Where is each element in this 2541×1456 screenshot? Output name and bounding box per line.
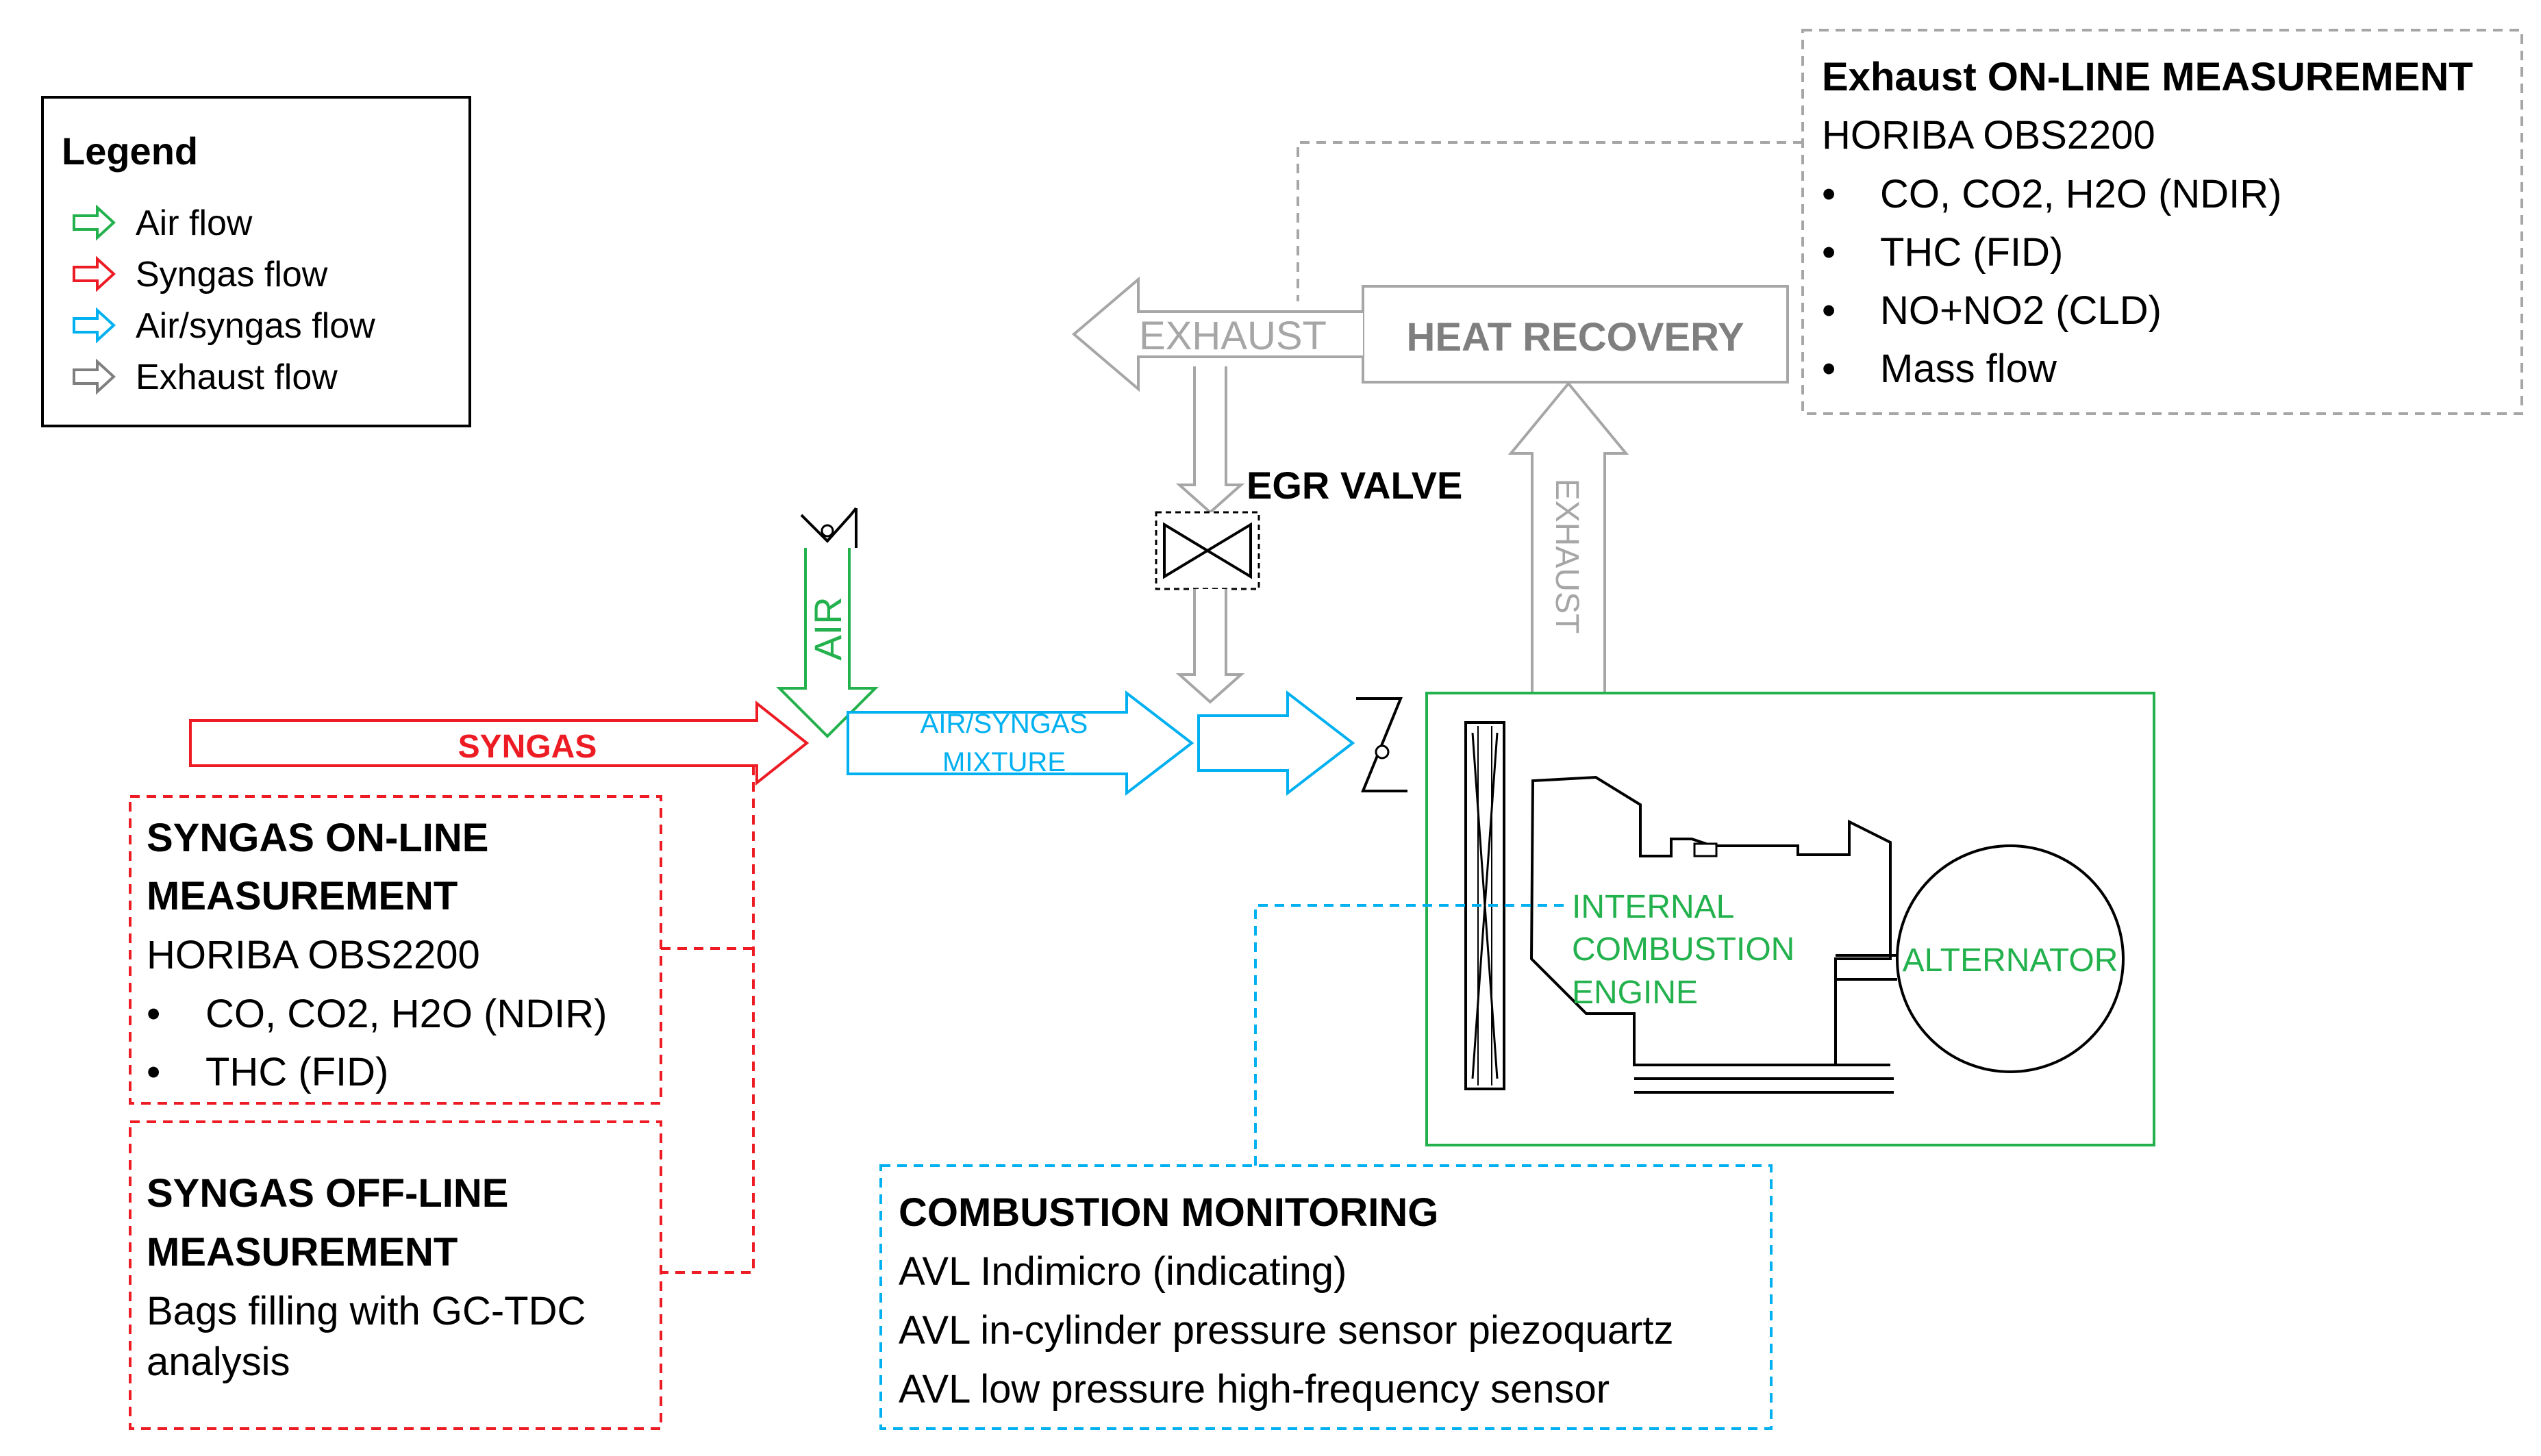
mix-arrow-icon: [73, 307, 116, 344]
exhaust-sampling-line: [1297, 141, 1803, 301]
legend-item-syngas: Syngas flow: [73, 255, 328, 294]
svg-text:CO, CO2, H2O (NDIR): CO, CO2, H2O (NDIR): [1880, 172, 2282, 216]
svg-text:SYNGAS: SYNGAS: [458, 729, 597, 765]
bullet: •: [1822, 172, 1836, 216]
svg-text:Air/syngas flow: Air/syngas flow: [136, 306, 375, 346]
egr-arrow-lower: [1175, 589, 1245, 704]
svg-text:THC (FID): THC (FID): [205, 1050, 388, 1094]
air-inlet: AIR: [776, 507, 879, 738]
exhaust-arrow-icon: [73, 358, 116, 395]
combustion-sensor-line: [1254, 904, 1564, 1166]
syngas-offline-box: SYNGAS OFF-LINE MEASUREMENT Bags filling…: [129, 1120, 662, 1430]
svg-text:AVL in-cylinder pressure senso: AVL in-cylinder pressure sensor piezoqua…: [899, 1308, 1674, 1353]
svg-text:AIR: AIR: [806, 597, 849, 660]
air-arrow: [776, 548, 879, 738]
exhaust-up-arrow: EXHAUST: [1507, 381, 1629, 692]
svg-text:Mass flow: Mass flow: [1880, 347, 2057, 391]
svg-text:Air flow: Air flow: [136, 203, 253, 243]
svg-text:Bags filling with GC-TDC: Bags filling with GC-TDC: [147, 1289, 586, 1333]
syngas-arrow: SYNGAS: [189, 700, 810, 786]
legend-item-exhaust: Exhaust flow: [73, 357, 338, 397]
svg-text:CO, CO2, H2O (NDIR): CO, CO2, H2O (NDIR): [205, 992, 608, 1036]
legend-item-mix: Air/syngas flow: [73, 306, 375, 346]
svg-text:ENGINE: ENGINE: [1572, 975, 1698, 1011]
air-throttle-icon: [800, 507, 858, 548]
svg-text:AIR/SYNGAS: AIR/SYNGAS: [921, 709, 1088, 739]
alternator: [1896, 844, 2125, 1073]
mixture-arrow-2: [1197, 690, 1355, 796]
svg-text:MIXTURE: MIXTURE: [942, 747, 1066, 777]
syngas-online-box: SYNGAS ON-LINE MEASUREMENT HORIBA OBS220…: [129, 795, 662, 1105]
svg-text:Syngas flow: Syngas flow: [136, 255, 328, 294]
exhaust-measurement-box: Exhaust ON-LINE MEASUREMENT HORIBA OBS22…: [1801, 29, 2523, 415]
svg-text:AVL Indimicro (indicating): AVL Indimicro (indicating): [899, 1249, 1347, 1294]
svg-text:AVL low pressure high-frequenc: AVL low pressure high-frequency sensor: [899, 1367, 1610, 1411]
svg-text:analysis: analysis: [147, 1340, 290, 1384]
svg-text:EGR VALVE: EGR VALVE: [1247, 464, 1462, 507]
mixture-arrow: AIR/SYNGAS MIXTURE: [847, 690, 1194, 796]
bullet: •: [147, 1050, 160, 1094]
bullet: •: [1822, 230, 1836, 275]
syngas-arrow-icon: [73, 255, 116, 292]
svg-text:HORIBA OBS2200: HORIBA OBS2200: [1822, 113, 2155, 158]
shaft: [1836, 954, 1897, 981]
bullet: •: [1822, 347, 1836, 391]
egr-arrow-upper: [1175, 366, 1245, 514]
syngas-sampling-line: [661, 766, 755, 1274]
svg-text:COMBUSTION MONITORING: COMBUSTION MONITORING: [899, 1190, 1438, 1235]
svg-text:Exhaust flow: Exhaust flow: [136, 357, 338, 397]
svg-text:COMBUSTION: COMBUSTION: [1572, 931, 1794, 968]
svg-text:MEASUREMENT: MEASUREMENT: [147, 1230, 458, 1275]
svg-text:SYNGAS OFF-LINE: SYNGAS OFF-LINE: [147, 1171, 508, 1216]
bullet: •: [1822, 288, 1836, 333]
svg-text:INTERNAL: INTERNAL: [1572, 889, 1734, 925]
svg-text:HORIBA OBS2200: HORIBA OBS2200: [147, 933, 480, 977]
svg-text:EXHAUST: EXHAUST: [1139, 314, 1327, 358]
svg-text:ALTERNATOR: ALTERNATOR: [1903, 942, 2118, 979]
exhaust-out-arrow: EXHAUST: [1071, 276, 1363, 392]
svg-text:EXHAUST: EXHAUST: [1549, 479, 1585, 634]
intake-throttle: [1356, 697, 1407, 792]
svg-text:NO+NO2 (CLD): NO+NO2 (CLD): [1880, 288, 2162, 333]
egr-valve: EGR VALVE: [1155, 464, 1462, 590]
svg-text:SYNGAS ON-LINE: SYNGAS ON-LINE: [147, 816, 489, 860]
combustion-monitoring-box: COMBUSTION MONITORING AVL Indimicro (ind…: [879, 1164, 1773, 1430]
engine-box: ALTERNATOR INTERNAL COMBUSTION ENGINE: [1425, 692, 2155, 1146]
air-arrow-icon: [73, 204, 116, 241]
throttle-icon: [1356, 697, 1407, 792]
legend-title: Legend: [62, 129, 198, 173]
legend: Legend Air flow Syngas flow Air/syngas f…: [41, 96, 471, 427]
engine-block: [1529, 775, 1892, 1066]
valve-icon: [1163, 522, 1252, 579]
heat-recovery-box: HEAT RECOVERY: [1362, 285, 1789, 384]
svg-text:MEASUREMENT: MEASUREMENT: [147, 874, 458, 918]
svg-text:HEAT RECOVERY: HEAT RECOVERY: [1406, 315, 1744, 360]
legend-item-air: Air flow: [73, 203, 253, 243]
svg-text:Exhaust ON-LINE MEASUREMENT: Exhaust ON-LINE MEASUREMENT: [1822, 55, 2473, 99]
svg-text:THC (FID): THC (FID): [1880, 230, 2063, 275]
bullet: •: [147, 992, 160, 1036]
